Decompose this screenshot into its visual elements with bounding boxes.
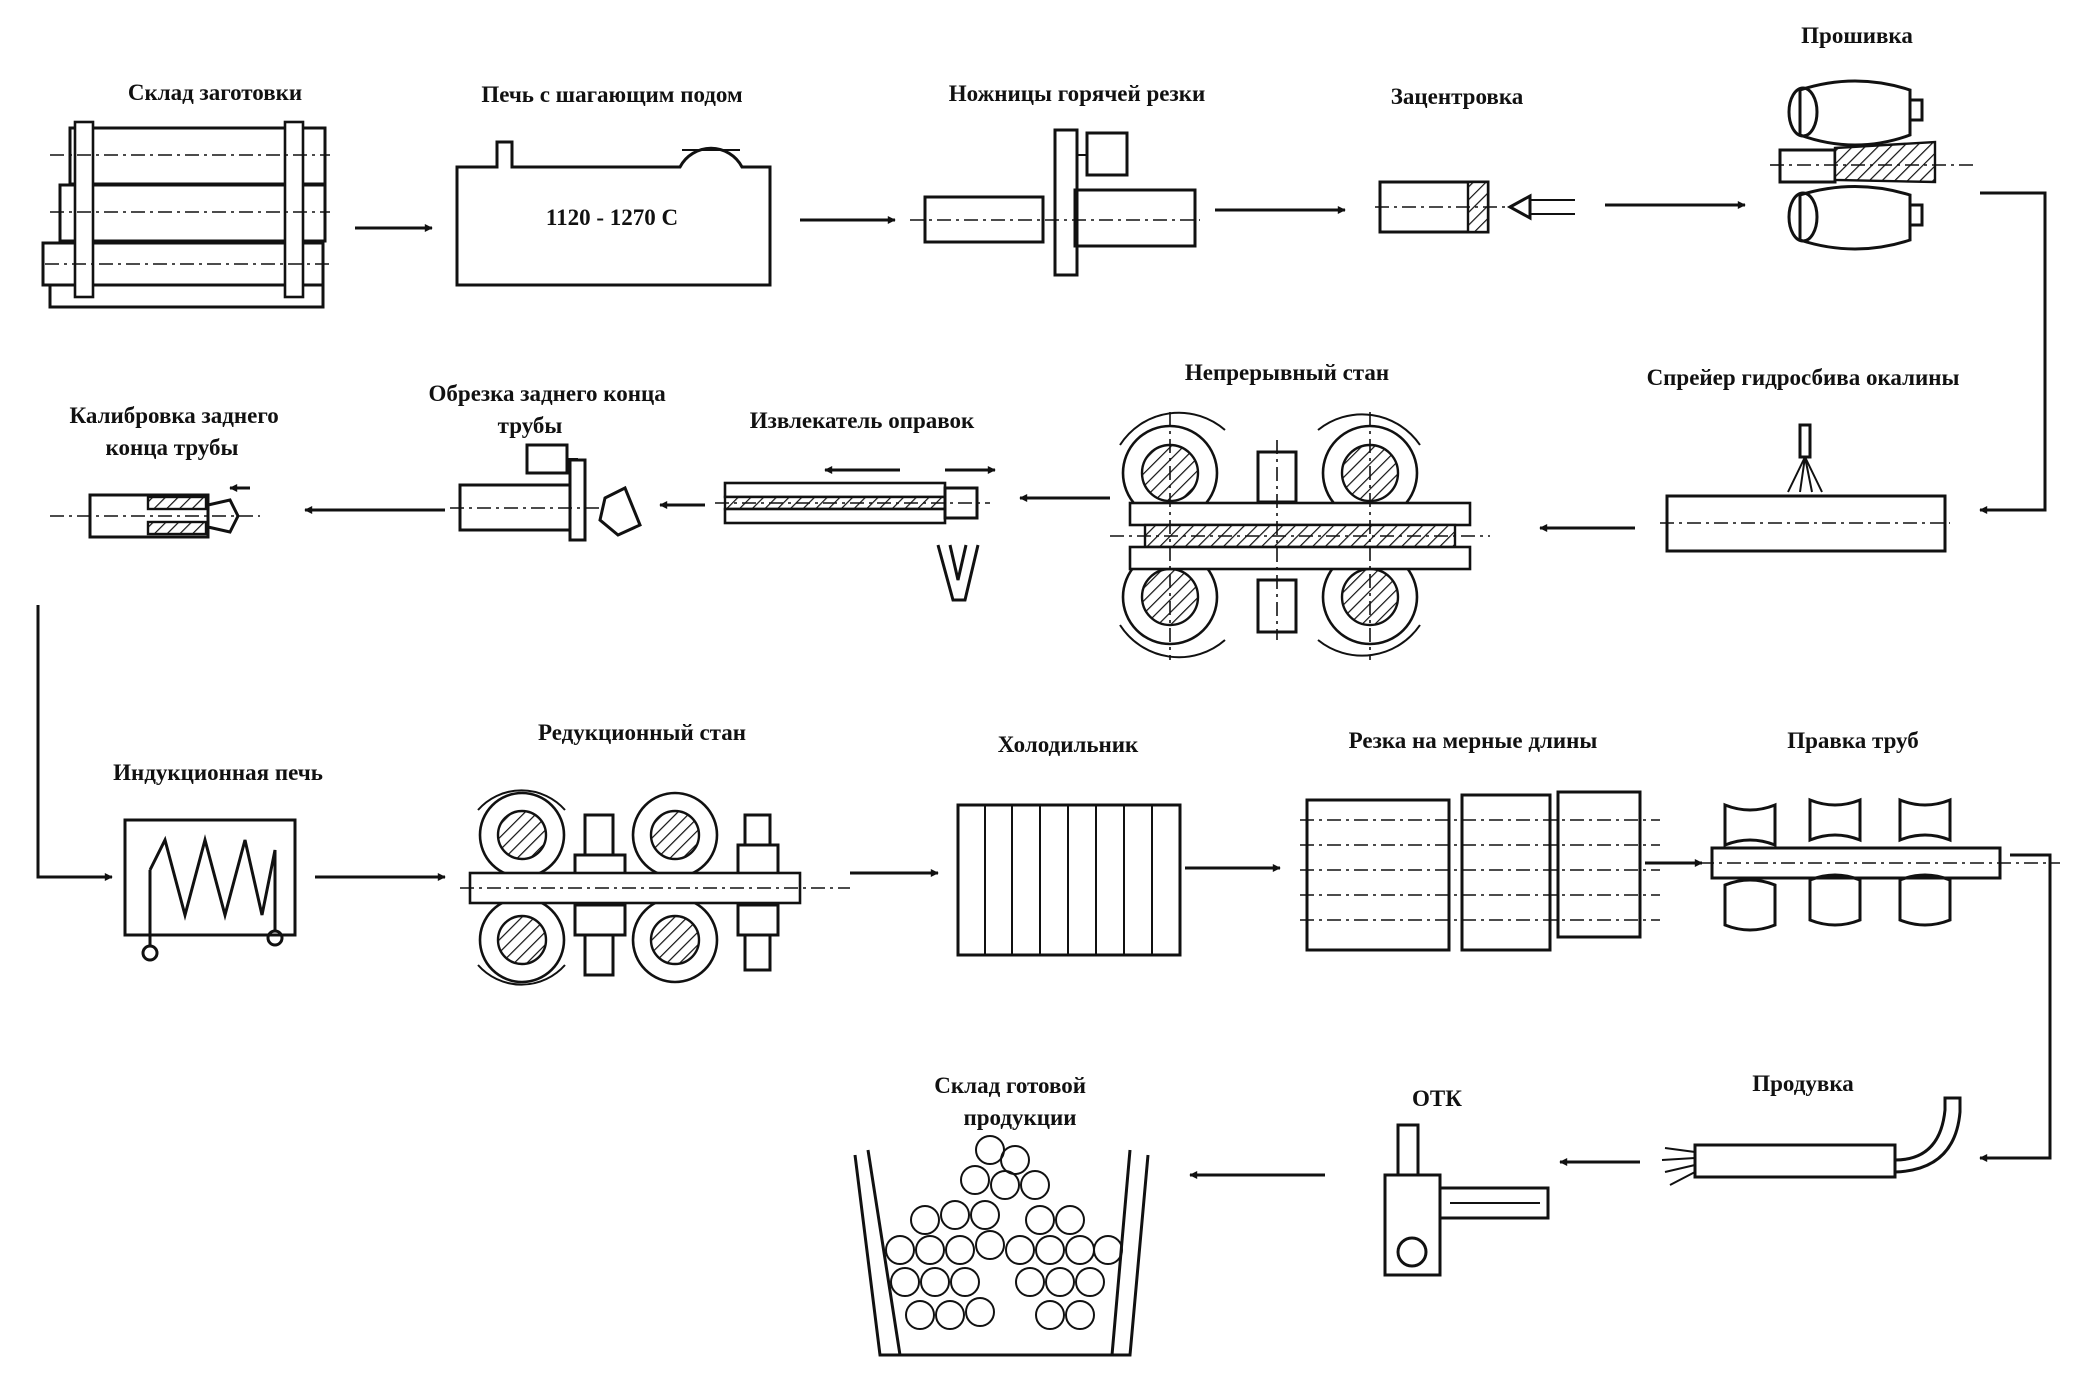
label-descaling-sprayer: Спрейер гидросбива окалины: [1647, 365, 1960, 390]
reducing-mill-illustration: [460, 789, 850, 986]
rear-end-sizing-illustration: [50, 484, 260, 539]
hot-shears-illustration: [910, 128, 1200, 277]
descaling-sprayer-illustration: [1660, 423, 1950, 553]
qc-caliper-illustration: [1383, 1123, 1550, 1277]
walking-beam-furnace-illustration: 1120 - 1270 С: [455, 140, 772, 287]
svg-text:Печь с шагающим подом: Печь с шагающим подом: [481, 82, 742, 107]
svg-text:Редукционный стан: Редукционный стан: [538, 720, 746, 745]
svg-text:Правка труб: Правка труб: [1787, 728, 1919, 753]
label-rear-end-cutting-1: Обрезка заднего конца: [429, 381, 667, 406]
induction-furnace-illustration: [123, 818, 297, 962]
label-piercing: Прошивка: [1801, 23, 1913, 48]
furnace-temperature: 1120 - 1270 С: [546, 205, 678, 230]
label-continuous-mill: Непрерывный стан: [1185, 360, 1389, 385]
continuous-mill-illustration: [1110, 411, 1490, 660]
label-finished-storage-1: Склад готовой: [934, 1073, 1086, 1098]
label-blowing: Продувка: [1752, 1071, 1854, 1096]
svg-text:Индукционная печь: Индукционная печь: [113, 760, 323, 785]
straightening-illustration: [1700, 797, 2060, 932]
label-walking-beam-furnace: Печь с шагающим подом: [481, 82, 742, 107]
label-billet-storage: Склад заготовки: [128, 80, 302, 105]
label-cut-to-length: Резка на мерные длины: [1349, 728, 1598, 753]
rear-end-cutting-illustration: [450, 443, 642, 542]
mandrel-extractor-illustration: [715, 466, 996, 602]
label-reducing-mill: Редукционный стан: [538, 720, 746, 745]
svg-text:Холодильник: Холодильник: [998, 732, 1139, 757]
svg-text:Продувка: Продувка: [1752, 1071, 1854, 1096]
label-qc: ОТК: [1412, 1086, 1462, 1111]
svg-text:Зацентровка: Зацентровка: [1391, 84, 1524, 109]
svg-text:ОТК: ОТК: [1412, 1086, 1462, 1111]
svg-text:Спрейер гидросбива окалины: Спрейер гидросбива окалины: [1647, 365, 1960, 390]
cooling-bed-illustration: [956, 803, 1182, 957]
flow-arrows: [36, 191, 2052, 1179]
svg-text:Резка на мерные длины: Резка на мерные длины: [1349, 728, 1598, 753]
svg-text:Непрерывный стан: Непрерывный стан: [1185, 360, 1389, 385]
billet-storage-illustration: [41, 120, 330, 309]
label-rear-end-sizing-1: Калибровка заднего: [70, 403, 279, 428]
blowing-illustration: [1661, 1096, 1962, 1186]
svg-text:Ножницы горячей резки: Ножницы горячей резки: [949, 81, 1206, 106]
piercing-illustration: [1770, 79, 1975, 251]
svg-text:Обрезка заднего конца тр: Обрезка заднего конца трубы: [429, 381, 672, 438]
label-cooling-bed: Холодильник: [998, 732, 1139, 757]
svg-text:Прошивка: Прошивка: [1801, 23, 1913, 48]
label-centering: Зацентровка: [1391, 84, 1524, 109]
label-mandrel-extractor: Извлекатель оправок: [750, 408, 975, 433]
centering-illustration: [1375, 180, 1575, 234]
label-finished-storage-2: продукции: [963, 1105, 1076, 1130]
cut-to-length-illustration: [1300, 790, 1660, 952]
svg-text:Склад готовой продукции: Склад готовой продукции: [934, 1073, 1091, 1130]
svg-text:Извлекатель оправок: Извлекатель оправок: [750, 408, 975, 433]
finished-storage-illustration: [853, 1135, 1150, 1357]
label-hot-shears: Ножницы горячей резки: [949, 81, 1206, 106]
label-rear-end-sizing-2: конца трубы: [106, 435, 239, 460]
label-straightening: Правка труб: [1787, 728, 1919, 753]
svg-text:Калибровка заднего конца: Калибровка заднего конца трубы: [70, 403, 285, 460]
label-induction-furnace: Индукционная печь: [113, 760, 323, 785]
label-rear-end-cutting-2: трубы: [498, 413, 563, 438]
svg-text:Склад заготовки: Склад заготовки: [128, 80, 302, 105]
step-labels: Склад заготовки Печь с шагающим подом Но…: [70, 23, 1960, 1130]
